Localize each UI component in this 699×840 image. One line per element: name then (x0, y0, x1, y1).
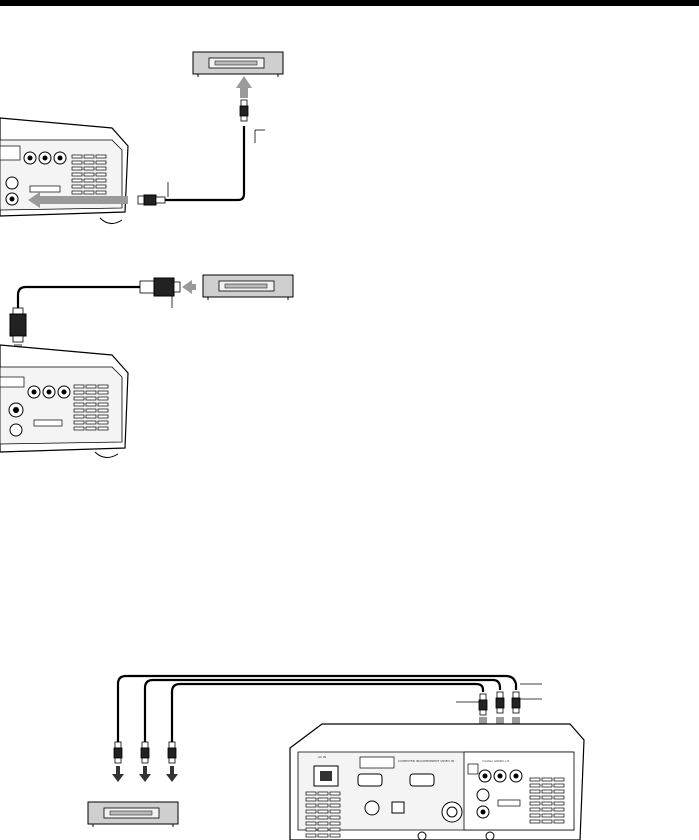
rca-plug-projector-3 (511, 691, 521, 714)
vcr-device-top (192, 51, 284, 78)
computer-in-label: COMPUTER IN/COMPONENT VIDEO IN (398, 759, 454, 763)
projector-panel-2 (0, 344, 129, 458)
s-video-plug-down (9, 307, 27, 343)
component-cable-pr (170, 682, 485, 742)
component-cable-pb (143, 678, 502, 742)
rca-plug-vcr-2 (140, 741, 150, 764)
flow-arrow-right (182, 280, 196, 294)
rca-plug-top (239, 99, 249, 122)
s-video-cable (16, 285, 140, 308)
composite-video-section (0, 51, 284, 224)
vcr-device-bottom (87, 801, 179, 828)
rca-plug-vcr-3 (167, 741, 177, 764)
projector-panel-3: AC IN COMPUTER IN/COMPONENT VIDEO IN Y/v… (289, 723, 585, 840)
s-video-plug-right (139, 277, 181, 297)
projector-panel-1 (0, 117, 129, 224)
vcr-device-middle (202, 274, 294, 301)
page-top-rule (0, 0, 699, 6)
flow-arrow-left (28, 192, 128, 208)
audio-video-label: Y/video AUDIO L R (482, 759, 509, 763)
ac-in-label: AC IN (318, 755, 326, 759)
composite-cable (165, 126, 246, 202)
s-video-section (0, 274, 294, 458)
component-cable-y (116, 674, 518, 742)
rca-plug-projector-2 (495, 691, 505, 714)
flow-arrows-down-vcr (112, 766, 178, 782)
component-video-section: AC IN COMPUTER IN/COMPONENT VIDEO IN Y/v… (87, 674, 585, 840)
rca-plug-projector-1 (478, 693, 488, 716)
rca-plug-vcr-1 (113, 741, 123, 764)
flow-arrow-up (236, 76, 252, 98)
rca-plug-left (137, 194, 166, 206)
